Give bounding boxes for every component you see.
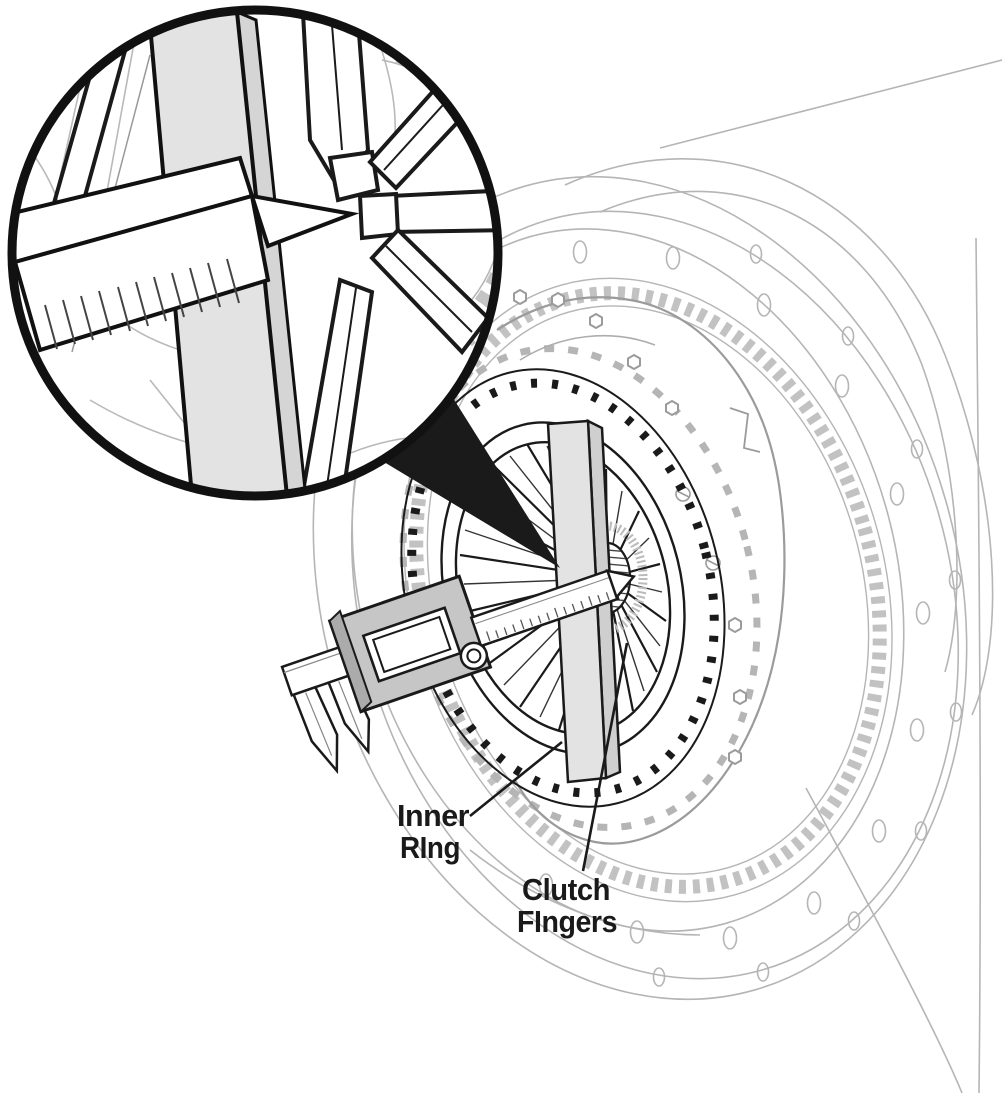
caliper bbox=[280, 568, 637, 775]
cover-screws bbox=[675, 486, 721, 571]
leader-line-clutch-fingers bbox=[581, 642, 629, 872]
inset-depth-tip bbox=[249, 193, 360, 249]
inset-ruler-ticks bbox=[44, 258, 240, 350]
caliper-body bbox=[327, 574, 493, 714]
thumbwheel bbox=[459, 641, 489, 671]
inset-caliper-beam bbox=[12, 155, 360, 353]
magnifier-inset bbox=[7, 5, 503, 501]
label-clutch-fingers: Clutch FIngers bbox=[517, 872, 618, 939]
label-inner-ring: Inner RIng bbox=[397, 798, 470, 865]
label-clutch-fingers-line2: FIngers bbox=[517, 904, 617, 939]
leader-line-inner-ring bbox=[469, 740, 563, 818]
caliper-beam bbox=[469, 568, 637, 648]
clutch-cover bbox=[469, 289, 786, 936]
callout-wedge bbox=[384, 390, 560, 568]
caliper-display bbox=[361, 606, 462, 683]
cover-tabs bbox=[407, 378, 719, 798]
beam-ruler-ticks bbox=[485, 592, 610, 642]
label-inner-ring-line2: RIng bbox=[400, 830, 460, 865]
caliper-jaws bbox=[280, 644, 371, 775]
caliper-depth-tip bbox=[605, 569, 637, 600]
label-inner-ring-line1: Inner bbox=[397, 798, 469, 833]
inset-circle bbox=[7, 5, 503, 501]
engine-block-lines bbox=[564, 59, 1002, 1093]
label-clutch-fingers-line1: Clutch bbox=[522, 872, 610, 907]
